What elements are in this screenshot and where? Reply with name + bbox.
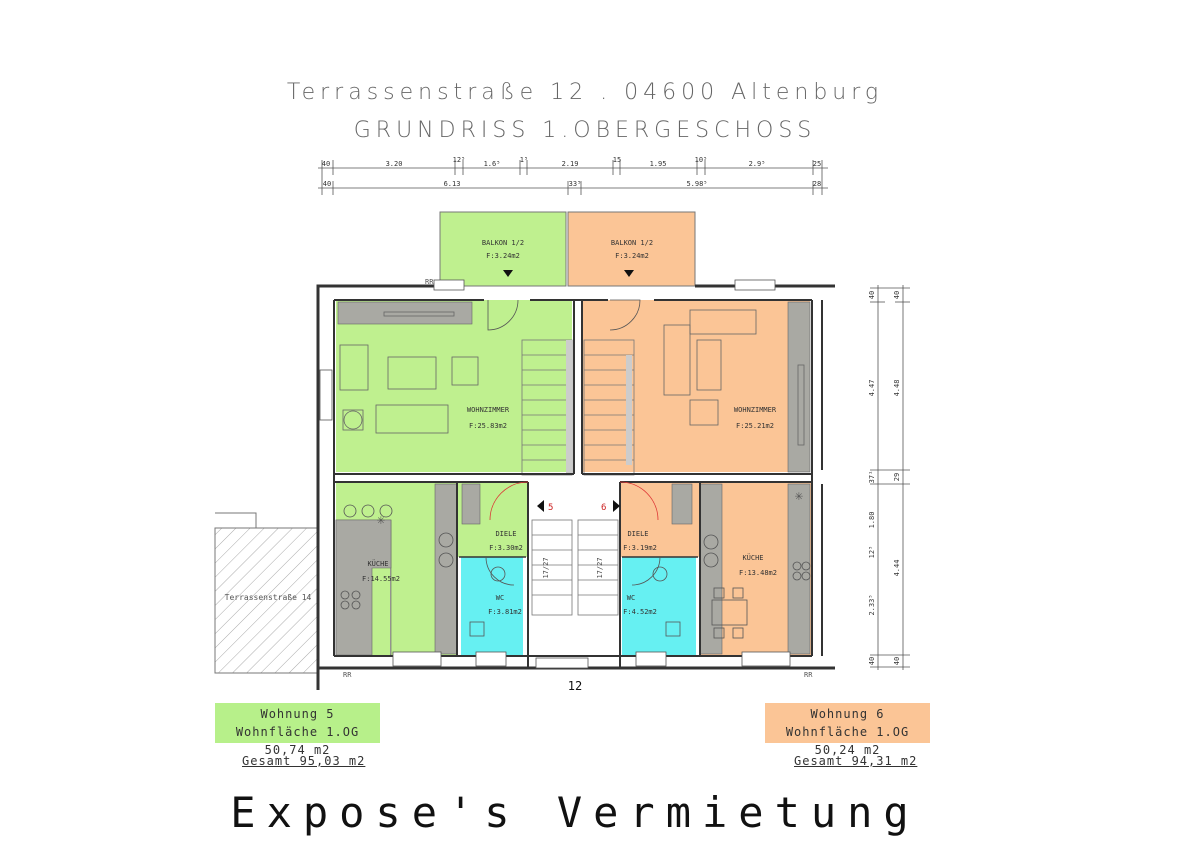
kitchen-fixtures — [340, 504, 811, 639]
stair-label-right: 17/27 — [596, 557, 604, 578]
dim-label: 3.20 — [386, 160, 403, 168]
dim-label: 10⁵ — [695, 156, 708, 164]
kitchen-star-icon-right: ✳ — [795, 488, 804, 504]
dim-label: 40 — [893, 291, 901, 299]
door-6-arrow — [613, 500, 620, 512]
kitchen-left-name: KÜCHE — [367, 559, 388, 568]
hall-right-name: DIELE — [627, 530, 648, 538]
kitchen-right-name: KÜCHE — [742, 553, 763, 562]
living-left-name: WOHNZIMMER — [467, 406, 510, 414]
dim-label: 29 — [893, 473, 901, 481]
dim-label: 6.13 — [444, 180, 461, 188]
living-right-area: F:25.21m2 — [736, 422, 774, 430]
address-title: Terrassenstraße 12 . 04600 Altenburg — [286, 80, 884, 105]
unit-6-area: Wohnfläche 1.OG 50,24 m2 — [785, 725, 910, 757]
room-labels: BALKON 1/2 F:3.24m2 BALKON 1/2 F:3.24m2 … — [362, 239, 777, 616]
dim-label: 40 — [322, 160, 330, 168]
dimension-labels-top: 40 3.20 12⁵ 1.6⁵ 1⁵ 2.19 15 1.95 10⁵ 2.9… — [322, 156, 821, 188]
dim-label: 28 — [813, 180, 821, 188]
kitchen-right-area: F:13.48m2 — [739, 569, 777, 577]
kitchen-left-area: F:14.55m2 — [362, 575, 400, 583]
dim-label: 15 — [613, 156, 621, 164]
hall-right-area: F:3.19m2 — [623, 544, 657, 552]
unit-6-total: Gesamt 94,31 m2 — [794, 754, 918, 768]
dim-label: 1.95 — [650, 160, 667, 168]
wc-right-area: F:4.52m2 — [623, 608, 657, 616]
balcony-left-area: F:3.24m2 — [486, 252, 520, 260]
dim-label: 12⁵ — [453, 156, 466, 164]
dim-label: 2.19 — [562, 160, 579, 168]
dim-label: 5.98⁵ — [686, 180, 707, 188]
dim-label: 1.80 — [868, 512, 876, 529]
dim-label: 40 — [323, 180, 331, 188]
wc-left-name: WC — [496, 594, 504, 602]
balcony-right-area: F:3.24m2 — [615, 252, 649, 260]
stair-gray-left — [566, 340, 572, 475]
dim-label: 1⁵ — [520, 156, 528, 164]
floor-plan: 40 3.20 12⁵ 1.6⁵ 1⁵ 2.19 15 1.95 10⁵ 2.9… — [214, 156, 910, 693]
furniture-right — [663, 309, 805, 446]
rr-label-left: RR — [343, 671, 352, 679]
staircase — [521, 339, 635, 616]
stair-label-left: 17/27 — [542, 557, 550, 578]
unit-6-summary: Wohnung 6 Wohnfläche 1.OG 50,24 m2 — [765, 703, 930, 757]
dim-label: 40 — [868, 291, 876, 299]
dimension-lines — [318, 160, 910, 670]
living-left-area: F:25.83m2 — [469, 422, 507, 430]
wc-right-name: WC — [627, 594, 635, 602]
neighbor-label: Terrassenstraße 14 — [225, 593, 312, 602]
dim-label: 1.6⁵ — [484, 160, 501, 168]
door-5-arrow — [537, 500, 544, 512]
hall-left-area: F:3.30m2 — [489, 544, 523, 552]
balcony-right-name: BALKON 1/2 — [611, 239, 653, 247]
unit-5-title: Wohnung 5 — [260, 707, 335, 721]
furniture-left — [339, 311, 479, 434]
dim-label: 33⁵ — [569, 180, 582, 188]
balcony-right — [567, 211, 696, 287]
dim-label: 4.47 — [868, 380, 876, 397]
dimension-labels-right: 40 4.47 37¹ 1.80 12⁵ 2.33⁵ 40 40 4.48 29… — [868, 291, 901, 665]
rr-label-right: RR — [804, 671, 813, 679]
unit-5-summary: Wohnung 5 Wohnfläche 1.OG 50,74 m2 — [215, 703, 380, 757]
dim-label: 37¹ — [868, 471, 876, 484]
living-right-name: WOHNZIMMER — [734, 406, 777, 414]
door-6-label: 6 — [601, 503, 606, 513]
rr-label-top: RR — [425, 278, 434, 286]
windows — [319, 279, 791, 669]
hall-left-name: DIELE — [495, 530, 516, 538]
unit-6-title: Wohnung 6 — [810, 707, 885, 721]
dim-label: 12⁵ — [868, 546, 876, 559]
balcony-arrow-left — [503, 270, 513, 277]
dim-label: 4.48 — [893, 380, 901, 397]
balcony-left — [439, 211, 567, 287]
dim-label: 25 — [813, 160, 821, 168]
neighbor-building: Terrassenstraße 14 — [214, 512, 319, 674]
dim-label: 40 — [893, 657, 901, 665]
floor-title: GRUNDRISS 1.OBERGESCHOSS — [353, 118, 817, 143]
unit-5-area: Wohnfläche 1.OG 50,74 m2 — [235, 725, 360, 757]
dim-label: 40 — [868, 657, 876, 665]
dim-label: 2.9⁵ — [749, 160, 766, 168]
dim-label: 2.33⁵ — [868, 594, 876, 615]
footer-title: Expose's Vermietung — [230, 788, 920, 837]
balcony-left-name: BALKON 1/2 — [482, 239, 524, 247]
dim-label: 4.44 — [893, 560, 901, 577]
kitchen-star-icon: ✳ — [377, 512, 386, 528]
stair-gray-right — [626, 355, 632, 465]
wc-left-area: F:3.81m2 — [488, 608, 522, 616]
house-number: 12 — [568, 679, 582, 693]
balcony-arrow-right — [624, 270, 634, 277]
door-5-label: 5 — [548, 503, 553, 513]
unit-5-total: Gesamt 95,03 m2 — [242, 754, 366, 768]
doors — [485, 299, 661, 586]
